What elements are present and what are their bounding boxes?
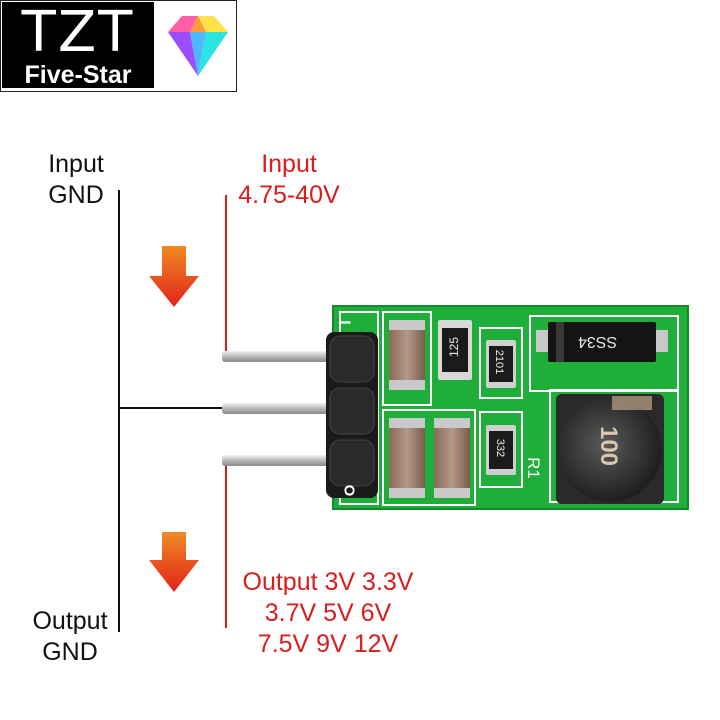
silk-output-marker: O	[340, 484, 358, 497]
output-gnd-line1: Output	[32, 607, 108, 635]
logo-black-panel: TZT Five-Star	[2, 0, 154, 89]
output-voltage-label: Output 3V 3.3V 3.7V 5V 6V 7.5V 9V 12V	[230, 567, 426, 660]
down-arrow-top-icon	[149, 246, 199, 307]
output-wire	[222, 456, 230, 628]
output-line2: 3.7V 5V 6V	[264, 599, 392, 627]
input-voltage-label: Input 4.75-40V	[231, 149, 347, 211]
input-gnd-label: Input GND	[38, 149, 114, 211]
output-line3: 7.5V 9V 12V	[257, 630, 399, 658]
capacitor-code: 125	[447, 336, 462, 358]
input-wire	[222, 195, 230, 360]
input-line1: Input	[261, 150, 317, 178]
resistor-code-top: 2101	[493, 349, 506, 375]
inductor-label: 100	[595, 425, 623, 467]
output-line1: Output 3V 3.3V	[242, 568, 414, 596]
output-gnd-line2: GND	[42, 638, 98, 666]
input-line2: 4.75-40V	[238, 181, 340, 209]
down-arrow-bottom-icon	[149, 532, 199, 592]
header-pins	[222, 351, 354, 466]
diode-label: SS34	[578, 333, 618, 350]
input-gnd-line2: GND	[48, 181, 104, 209]
tzt-logo: TZT Five-Star	[0, 0, 237, 92]
silk-input-marker: I	[336, 320, 354, 325]
input-gnd-line1: Input	[48, 150, 104, 178]
logo-brand-text: TZT	[21, 0, 135, 65]
logo-tagline: Five-Star	[24, 61, 132, 89]
pcb-board	[326, 305, 689, 510]
resistor-code-bottom: 332	[494, 438, 507, 458]
output-gnd-label: Output GND	[24, 606, 116, 668]
diamond-icon	[168, 16, 228, 76]
resistor-label: R1	[523, 457, 543, 479]
